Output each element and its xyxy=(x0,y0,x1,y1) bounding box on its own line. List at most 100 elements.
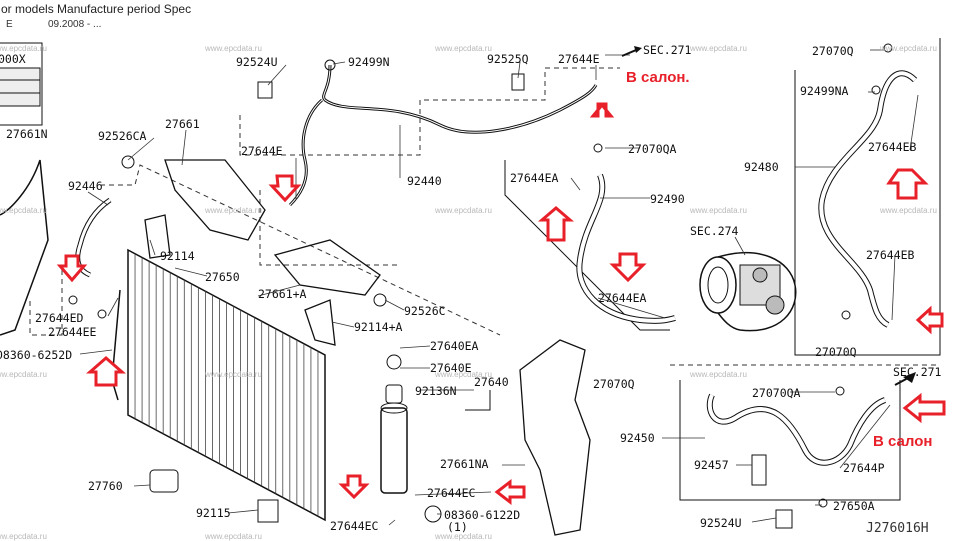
part-label-92136n[interactable]: 92136N xyxy=(415,384,457,398)
part-label-92480[interactable]: 92480 xyxy=(744,160,779,174)
red-arrow-down-icon-3 xyxy=(56,254,88,283)
header-column-code: E xyxy=(6,19,13,30)
code-box-fill xyxy=(0,67,41,107)
part-label-92457[interactable]: 92457 xyxy=(694,458,729,472)
watermark: www.epcdata.ru xyxy=(204,532,262,541)
part-label-27661a[interactable]: 27661+A xyxy=(258,287,307,301)
section-label-sec274[interactable]: SEC.274 xyxy=(690,224,739,238)
part-label-92446[interactable]: 92446 xyxy=(68,179,103,193)
part-label-27070q-3[interactable]: 27070Q xyxy=(593,377,635,391)
part-label-27070q-2[interactable]: 27070Q xyxy=(815,345,857,359)
watermark: www.epcdata.ru xyxy=(879,206,937,215)
part-label-92114a[interactable]: 92114+A xyxy=(354,320,403,334)
red-markers xyxy=(56,102,946,506)
clip-92524u xyxy=(257,81,273,99)
o-ring-27644ed xyxy=(68,295,78,305)
compressor xyxy=(699,252,797,332)
catalog-header: or models Manufacture period Spec E 09.2… xyxy=(0,0,960,36)
part-label-27644p[interactable]: 27644P xyxy=(843,461,885,475)
part-label-27650[interactable]: 27650 xyxy=(205,270,240,284)
clip-frame xyxy=(29,270,63,336)
red-arrow-up-icon-3 xyxy=(886,168,929,200)
watermark: www.epcdata.ru xyxy=(204,206,262,215)
quantity-label: (1) xyxy=(447,520,468,534)
part-label-92526c[interactable]: 92526C xyxy=(404,304,446,318)
part-label-92490[interactable]: 92490 xyxy=(650,192,685,206)
part-label-27644ee[interactable]: 27644EE xyxy=(48,325,97,339)
bolt-27070qa-lower xyxy=(835,386,845,396)
part-label-92114[interactable]: 92114 xyxy=(160,249,195,263)
watermark: www.epcdata.ru xyxy=(204,44,262,53)
part-label-92440[interactable]: 92440 xyxy=(407,174,442,188)
bracket-frame xyxy=(259,190,400,266)
watermark: www.epcdata.ru xyxy=(0,206,47,215)
part-label-27070qa[interactable]: 27070QA xyxy=(628,142,677,156)
part-label-92450[interactable]: 92450 xyxy=(620,431,655,445)
watermark: www.epcdata.ru xyxy=(0,370,47,379)
part-label-27640ea[interactable]: 27640EA xyxy=(430,339,479,353)
part-label-27070qa-2[interactable]: 27070QA xyxy=(752,386,801,400)
part-label-92499na[interactable]: 92499NA xyxy=(800,84,849,98)
pipe-end-fitting xyxy=(324,59,336,71)
condenser xyxy=(127,248,326,522)
part-label-92524u[interactable]: 92524U xyxy=(236,55,278,69)
sensor-27760 xyxy=(149,469,179,493)
clip-92526c xyxy=(373,293,387,307)
part-label-27661na[interactable]: 27661NA xyxy=(440,457,489,471)
sec271-arrow-icon-lower xyxy=(903,372,916,383)
part-label-27644ed[interactable]: 27644ED xyxy=(35,311,84,325)
part-label-27644ec-2[interactable]: 27644EC xyxy=(330,519,379,533)
bracket-92114a xyxy=(304,299,336,346)
duct-27661na xyxy=(519,339,591,536)
part-label-92524u-2[interactable]: 92524U xyxy=(700,516,742,530)
hose-92490-frame xyxy=(504,160,670,331)
red-arrow-down-icon xyxy=(268,174,302,203)
red-arrow-down-icon-2 xyxy=(609,252,647,283)
part-label-08360-6252d[interactable]: 08360-6252D xyxy=(0,348,72,362)
hose-92450-frame xyxy=(679,380,901,501)
part-label-27644ea[interactable]: 27644EA xyxy=(510,171,559,185)
red-arrow-up-icon xyxy=(589,102,615,118)
bracket-27661a xyxy=(273,239,381,296)
code-box xyxy=(0,42,43,126)
bolt-27070q-lower xyxy=(841,310,851,320)
part-label-27644ec[interactable]: 27644EC xyxy=(427,486,476,500)
part-label-92499n[interactable]: 92499N xyxy=(348,55,390,69)
part-label-27644e-2[interactable]: 27644E xyxy=(241,144,283,158)
part-label-27644eb[interactable]: 27644EB xyxy=(868,140,917,154)
watermark: www.epcdata.ru xyxy=(434,370,492,379)
pipe-92440 xyxy=(322,64,598,134)
part-label-27644e[interactable]: 27644E xyxy=(558,52,600,66)
sec271-arrow-icon xyxy=(634,46,642,53)
receiver-frame xyxy=(465,390,491,411)
part-label-08360-6122d[interactable]: 08360-6122D xyxy=(444,508,520,522)
red-arrow-left-icon-2 xyxy=(902,392,946,424)
clip-92525q xyxy=(511,73,525,91)
watermark: www.epcdata.ru xyxy=(434,206,492,215)
section-label-sec271[interactable]: SEC.271 xyxy=(643,43,692,57)
clip-92524u-lower xyxy=(775,509,793,529)
part-label-27650a[interactable]: 27650A xyxy=(833,499,875,513)
red-arrow-down-icon-4 xyxy=(338,474,370,500)
part-label-27070q[interactable]: 27070Q xyxy=(812,44,854,58)
bolt-27650a xyxy=(818,498,828,508)
part-label-27644ea-2[interactable]: 27644EA xyxy=(598,291,647,305)
red-arrow-left-icon-3 xyxy=(494,478,526,506)
part-label-92115[interactable]: 92115 xyxy=(196,506,231,520)
section-label-sec271-2[interactable]: SEC.271 xyxy=(893,365,942,379)
part-label-27640[interactable]: 27640 xyxy=(474,375,509,389)
condenser-frame-top xyxy=(100,164,501,336)
grommet-92499na xyxy=(871,85,881,95)
watermark: www.epcdata.ru xyxy=(0,44,47,53)
o-ring-27644ee xyxy=(97,309,107,319)
part-label-27661n[interactable]: 27661N xyxy=(6,127,48,141)
watermark: www.epcdata.ru xyxy=(879,44,937,53)
part-label-92526ca[interactable]: 92526CA xyxy=(98,129,147,143)
part-label-27640e[interactable]: 27640E xyxy=(430,361,472,375)
section-arrows xyxy=(621,46,916,386)
part-label-27644eb-2[interactable]: 27644EB xyxy=(866,248,915,262)
part-label-92525q[interactable]: 92525Q xyxy=(487,52,529,66)
part-label-27760[interactable]: 27760 xyxy=(88,479,123,493)
part-label-27661[interactable]: 27661 xyxy=(165,117,200,131)
